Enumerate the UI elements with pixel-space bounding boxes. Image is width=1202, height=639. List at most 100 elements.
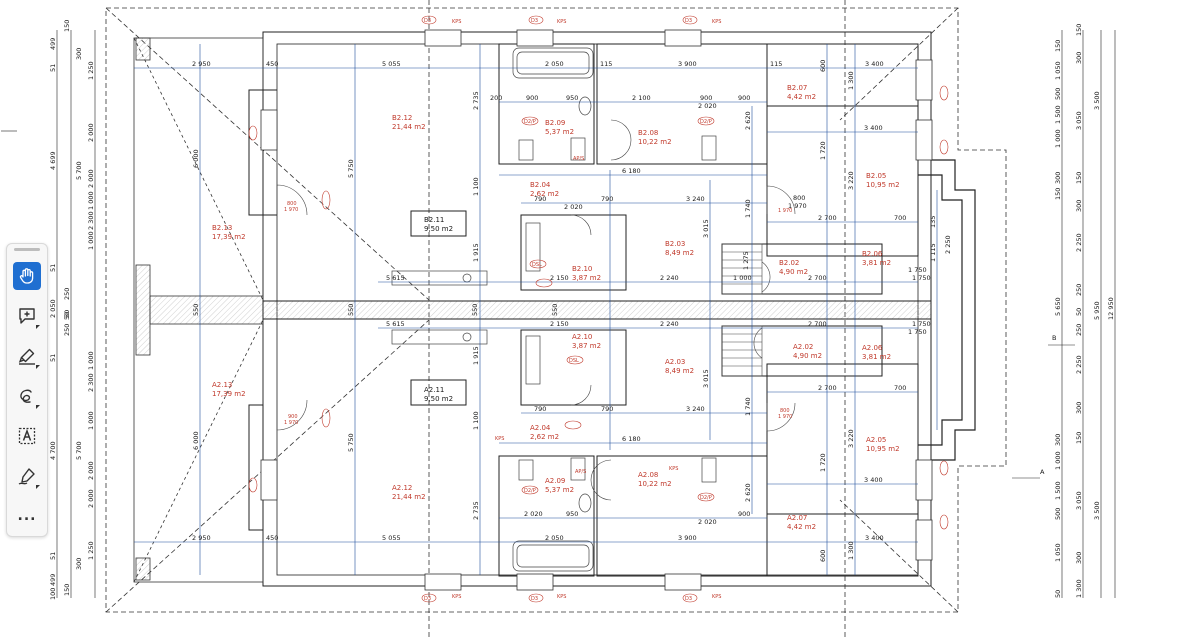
svg-text:900: 900: [288, 414, 298, 420]
svg-text:1 970: 1 970: [284, 420, 298, 426]
svg-text:DSL: DSL: [569, 358, 579, 364]
dim-text: 2 020: [524, 510, 543, 518]
dim-text: 2 250: [944, 235, 952, 254]
svg-text:2 300: 2 300: [87, 373, 95, 392]
dim-text: 2 620: [744, 483, 752, 502]
svg-text:1 050: 1 050: [1054, 61, 1062, 80]
svg-text:2 000: 2 000: [87, 461, 95, 480]
dim-text: 1 740: [744, 397, 752, 416]
terrace: [133, 37, 264, 583]
svg-text:KPS: KPS: [557, 19, 566, 25]
room-label: B2.07: [787, 84, 807, 92]
dim-text: 550: [471, 304, 479, 316]
dim-text: 2 950: [192, 60, 211, 68]
sign-button[interactable]: [13, 462, 41, 490]
room-label: A2.11: [424, 386, 444, 394]
dim-text: 2 150: [550, 320, 569, 328]
dim-text: 1 720: [819, 141, 827, 160]
svg-text:1 970: 1 970: [778, 414, 792, 420]
dim-text: 5 615: [386, 274, 405, 282]
dim-text: 6 000: [192, 149, 200, 168]
svg-text:300: 300: [75, 558, 83, 570]
dim-text: 115: [600, 60, 612, 68]
room-area: 10,95 m2: [866, 445, 900, 453]
svg-text:150: 150: [63, 584, 71, 596]
svg-text:KPS: KPS: [712, 594, 721, 600]
dim-text: 900: [526, 94, 538, 102]
dim-text: 790: [601, 195, 613, 203]
more-tools-button[interactable]: ...: [13, 502, 41, 530]
dim-text: 2 950: [192, 534, 211, 542]
dim-text: 1 750: [912, 320, 931, 328]
svg-text:1 250: 1 250: [87, 61, 95, 80]
dim-text: 900: [738, 94, 750, 102]
svg-text:1 970: 1 970: [284, 207, 298, 213]
dim-text: 1 100: [472, 411, 480, 430]
dim-text: 2 700: [818, 384, 837, 392]
svg-text:1 300: 1 300: [1075, 579, 1083, 598]
highlight-button[interactable]: [13, 342, 41, 370]
dropdown-caret-icon: [36, 405, 40, 409]
room-area: 9,50 m2: [424, 225, 453, 233]
draw-button[interactable]: [13, 382, 41, 410]
svg-text:50: 50: [63, 312, 71, 320]
dim-text: 3 400: [865, 60, 884, 68]
svg-text:D3: D3: [531, 18, 538, 24]
room-area: 21,44 m2: [392, 123, 426, 131]
dim-text: 3 015: [702, 219, 710, 238]
more-icon: ...: [17, 508, 37, 524]
floating-toolbar: ...: [6, 243, 48, 537]
signature-pen-icon: [18, 468, 35, 485]
dim-text: 2 700: [808, 274, 827, 282]
dim-text: 2 700: [818, 214, 837, 222]
room-label: A2.08: [638, 471, 658, 479]
dim-text: 200: [490, 94, 502, 102]
svg-text:3 050: 3 050: [1075, 491, 1083, 510]
dim-text: 700: [894, 384, 906, 392]
svg-text:800: 800: [780, 408, 790, 414]
room-area: 9,50 m2: [424, 395, 453, 403]
dim-text: 550: [347, 304, 355, 316]
dim-text: 2 020: [698, 518, 717, 526]
dim-text: 3 400: [864, 476, 883, 484]
svg-text:D3: D3: [424, 18, 431, 24]
dim-text: 5 055: [382, 534, 401, 542]
dim-text: 1 750: [908, 328, 927, 336]
text-box-button[interactable]: [13, 422, 41, 450]
dim-text: 1 750: [908, 266, 927, 274]
dim-text: 6 180: [622, 167, 641, 175]
dim-text: 1 300: [847, 541, 855, 560]
dim-text: 115: [770, 60, 782, 68]
dim-text: 3 220: [847, 429, 855, 448]
left-dimension-labels: 51 499 150 1 250 4 699 2 000 2 000 1 000…: [49, 20, 95, 600]
hand-tool-button[interactable]: [13, 262, 41, 290]
svg-text:3 500: 3 500: [1093, 501, 1101, 520]
room-label: A2.10: [572, 333, 592, 341]
room-area: 5,37 m2: [545, 128, 574, 136]
dimension-texts: 2 950 450 5 055 2 050 115 3 900 115 3 40…: [192, 60, 952, 562]
svg-text:300: 300: [1075, 552, 1083, 564]
toolbar-drag-handle[interactable]: [14, 248, 40, 251]
svg-text:50: 50: [1054, 590, 1062, 598]
room-area: 3,87 m2: [572, 274, 601, 282]
dropdown-caret-icon: [36, 485, 40, 489]
dim-text: 1 970: [788, 202, 807, 210]
side-dimension-chains: [1, 30, 1116, 598]
add-comment-button[interactable]: [13, 302, 41, 330]
room-label: A2.05: [866, 436, 886, 444]
dim-text: 135: [929, 216, 937, 228]
svg-text:4 699: 4 699: [49, 151, 57, 170]
dim-text: 450: [266, 60, 278, 68]
room-area: 17,39 m2: [212, 390, 246, 398]
svg-text:2 050: 2 050: [49, 299, 57, 318]
dim-text: 3 015: [702, 369, 710, 388]
dim-text: 2 150: [550, 274, 569, 282]
svg-text:150: 150: [1054, 188, 1062, 200]
room-label: B2.04: [530, 181, 551, 189]
svg-text:5 950: 5 950: [1093, 301, 1101, 320]
party-wall: [262, 300, 932, 320]
dim-text: 900: [700, 94, 712, 102]
